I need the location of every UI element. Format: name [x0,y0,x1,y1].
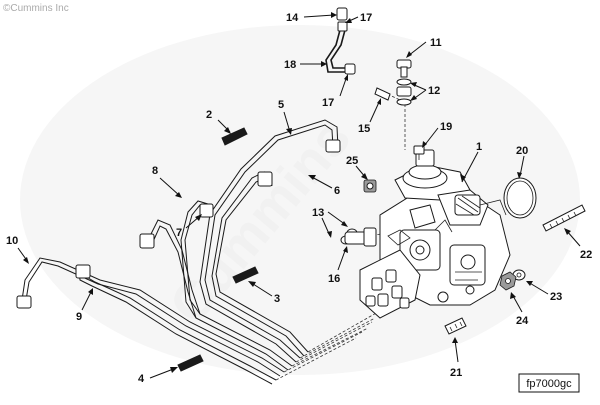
copyright-notice: ©Cummins Inc [3,3,69,14]
callout-20: 20 [516,145,528,157]
callout-leaders [17,12,581,379]
part-13-16-fitting [340,227,377,247]
part-25-washer [363,179,377,193]
part-11-12-fitting [396,59,412,106]
callout-13: 13 [312,207,324,219]
figure-code-box: fp7000gc [518,373,580,393]
callout-11: 11 [430,37,442,49]
callout-23: 23 [550,291,562,303]
callout-5: 5 [278,99,284,111]
callout-21: 21 [450,367,462,379]
callout-7: 7 [176,227,182,239]
callout-1: 1 [476,141,482,153]
callout-12: 12 [428,85,440,97]
callout-6: 6 [334,185,340,197]
callout-14: 14 [286,12,299,24]
callout-16: 16 [328,273,340,285]
callout-17-bottom: 17 [322,97,334,109]
callout-15: 15 [358,123,370,135]
figure-code: fp7000gc [526,378,572,390]
callout-18: 18 [284,59,296,71]
callout-3: 3 [274,293,280,305]
callout-19: 19 [440,121,452,133]
callout-9: 9 [76,311,82,323]
callout-25: 25 [346,155,358,167]
injection-pump [359,149,511,319]
callout-labels: 1 2 3 4 5 6 7 8 9 10 11 12 13 14 15 16 1… [6,12,592,385]
callout-24: 24 [516,315,529,327]
pipe-fittings [16,139,341,309]
part-22-stud [542,204,586,232]
part-15-fitting [374,87,391,101]
part-18-hose [325,7,356,75]
part-21-fitting [444,317,467,335]
callout-4: 4 [138,373,145,385]
callout-8: 8 [152,165,158,177]
callout-2: 2 [206,109,212,121]
callout-10: 10 [6,235,18,247]
injection-lines [21,119,339,385]
callout-22: 22 [580,249,592,261]
callout-17-top: 17 [360,12,372,24]
part-20-o-ring [503,177,537,219]
part-24-nut [499,271,517,291]
line-clamps [177,127,259,372]
part-19-screw [413,145,425,160]
